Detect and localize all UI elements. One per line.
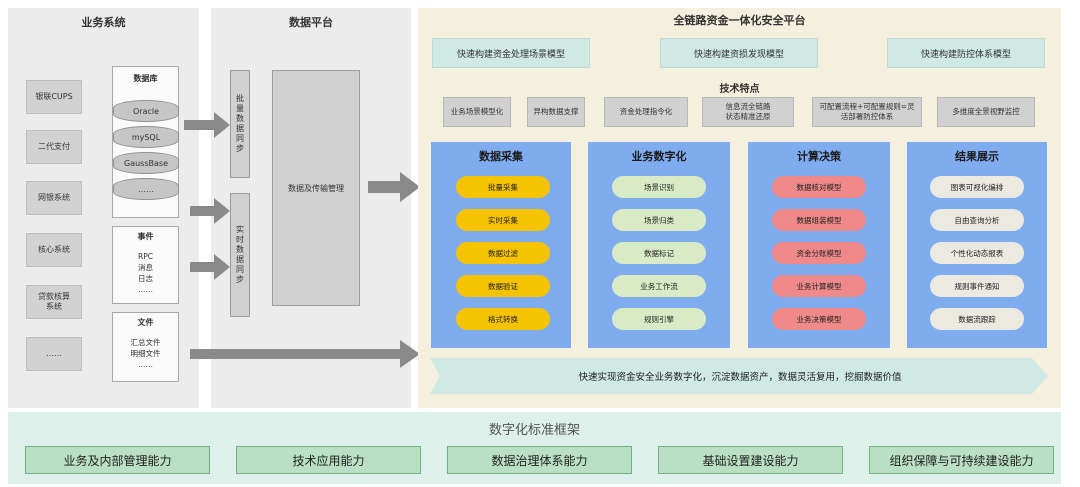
- event-more: ……: [138, 284, 153, 294]
- batch-sync-box[interactable]: 批量数据同步: [230, 70, 250, 178]
- pill-batch-collection[interactable]: 批量采集: [456, 176, 550, 198]
- pill-rule-event-notify[interactable]: 规则事件通知: [930, 275, 1024, 297]
- realtime-sync-box[interactable]: 实时数据同步: [230, 193, 250, 317]
- pill-format-conversion[interactable]: 格式转换: [456, 308, 550, 330]
- pill-data-flow-tracking[interactable]: 数据流跟踪: [930, 308, 1024, 330]
- database-stack: Oracle mySQL GaussBase ……: [113, 88, 179, 208]
- capability-technology-application[interactable]: 技术应用能力: [236, 446, 421, 474]
- events-box: 事件 RPC 消息 日志 ……: [112, 226, 179, 304]
- files-title: 文件: [137, 318, 154, 327]
- capability-infrastructure[interactable]: 基础设置建设能力: [658, 446, 843, 474]
- column-data-collection: 数据采集 批量采集 实时采集 数据过滤 数据验证 格式转换: [431, 142, 571, 348]
- banner-shape: [430, 358, 1048, 394]
- column-business-digitization-title: 业务数字化: [631, 150, 687, 163]
- column-calculation-decision: 计算决策 数据核对模型 数据组装模型 资金分账模型 业务计算模型 业务决策模型: [748, 142, 890, 348]
- system-cups[interactable]: 银联CUPS: [26, 80, 82, 114]
- model-prevention-system[interactable]: 快速构建防控体系模型: [887, 38, 1045, 68]
- pill-realtime-collection[interactable]: 实时采集: [456, 209, 550, 231]
- files-box: 文件 汇总文件 明细文件 ……: [112, 312, 179, 382]
- arrow-database-to-batch: [184, 112, 230, 138]
- pill-rule-engine[interactable]: 规则引擎: [612, 308, 706, 330]
- tech-heterogeneous-data[interactable]: 异构数据支撑: [527, 97, 585, 127]
- tech-panoramic-monitoring[interactable]: 多维度全景视野监控: [937, 97, 1035, 127]
- system-loan-accounting[interactable]: 贷款核算 系统: [26, 285, 82, 319]
- arrow-events-to-realtime: [190, 254, 230, 280]
- pill-dynamic-report[interactable]: 个性化动态报表: [930, 242, 1024, 264]
- tech-configurable-flow[interactable]: 可配置流程+可配置规则=灵 活部署防控体系: [812, 97, 922, 127]
- tech-full-link-restore[interactable]: 信息流全链路 状态精准还原: [702, 97, 794, 127]
- file-detail: 明细文件: [130, 348, 161, 358]
- pill-assembly-model[interactable]: 数据组装模型: [772, 209, 866, 231]
- model-loss-detection[interactable]: 快速构建资损发现模型: [660, 38, 818, 68]
- capability-data-governance[interactable]: 数据治理体系能力: [447, 446, 632, 474]
- pill-data-validation[interactable]: 数据验证: [456, 275, 550, 297]
- pill-data-filter[interactable]: 数据过滤: [456, 242, 550, 264]
- pill-scene-classification[interactable]: 场景归类: [612, 209, 706, 231]
- column-business-digitization: 业务数字化 场景识别 场景归类 数据标记 业务工作流 规则引擎: [588, 142, 730, 348]
- pill-chart-visualization[interactable]: 图表可视化编排: [930, 176, 1024, 198]
- file-summary: 汇总文件: [130, 338, 161, 347]
- file-more: ……: [138, 359, 153, 369]
- business-systems-title: 业务系统: [81, 16, 126, 29]
- pill-split-account-model[interactable]: 资金分账模型: [772, 242, 866, 264]
- arrow-database-to-realtime: [190, 198, 230, 224]
- event-message: 消息: [138, 262, 153, 272]
- database-title: 数据库: [133, 74, 158, 83]
- column-result-display: 结果展示 图表可视化编排 自由查询分析 个性化动态报表 规则事件通知 数据流跟踪: [907, 142, 1047, 348]
- db-oracle: Oracle: [113, 100, 179, 122]
- banner-text: 快速实现资金安全业务数字化，沉淀数据资产，数据灵活复用，挖掘数据价值: [578, 372, 902, 383]
- system-more[interactable]: ……: [26, 337, 82, 371]
- security-platform-title: 全链路资金一体化安全平台: [673, 14, 806, 27]
- tech-scene-modeling[interactable]: 业务场景模型化: [443, 97, 511, 127]
- pill-business-calc-model[interactable]: 业务计算模型: [772, 275, 866, 297]
- data-platform-title: 数据平台: [289, 16, 333, 29]
- capability-organization-sustainability[interactable]: 组织保障与可持续建设能力: [869, 446, 1054, 474]
- event-rpc: RPC: [138, 252, 153, 261]
- column-result-display-title: 结果展示: [955, 150, 999, 163]
- data-management-label: 数据及传输管理: [288, 183, 344, 193]
- db-mysql: mySQL: [113, 126, 179, 148]
- pill-data-marking[interactable]: 数据标记: [612, 242, 706, 264]
- data-management-box[interactable]: 数据及传输管理: [272, 70, 360, 306]
- arrow-files-to-security: [190, 340, 420, 368]
- arrow-platform-to-security: [368, 172, 420, 202]
- column-calculation-decision-title: 计算决策: [797, 150, 841, 163]
- system-online-banking[interactable]: 网银系统: [26, 181, 82, 215]
- tech-features-title: 技术特点: [719, 84, 760, 95]
- system-core[interactable]: 核心系统: [26, 233, 82, 267]
- tech-instruction-processing[interactable]: 资金处理指令化: [604, 97, 688, 127]
- model-capital-processing[interactable]: 快速构建资金处理场景模型: [432, 38, 590, 68]
- system-second-gen-payment[interactable]: 二代支付: [26, 130, 82, 164]
- pill-free-query[interactable]: 自由查询分析: [930, 209, 1024, 231]
- pill-business-workflow[interactable]: 业务工作流: [612, 275, 706, 297]
- db-more: ……: [113, 178, 179, 200]
- db-gaussbase: GaussBase: [113, 152, 179, 174]
- event-log: 日志: [138, 273, 153, 283]
- framework-title: 数字化标准框架: [488, 423, 580, 438]
- pill-scene-recognition[interactable]: 场景识别: [612, 176, 706, 198]
- database-box: 数据库 Oracle mySQL GaussBase ……: [112, 66, 179, 218]
- capability-business-management[interactable]: 业务及内部管理能力: [25, 446, 210, 474]
- pill-business-decision-model[interactable]: 业务决策模型: [772, 308, 866, 330]
- column-data-collection-title: 数据采集: [479, 150, 523, 163]
- pill-reconciliation-model[interactable]: 数据核对模型: [772, 176, 866, 198]
- events-title: 事件: [137, 232, 154, 241]
